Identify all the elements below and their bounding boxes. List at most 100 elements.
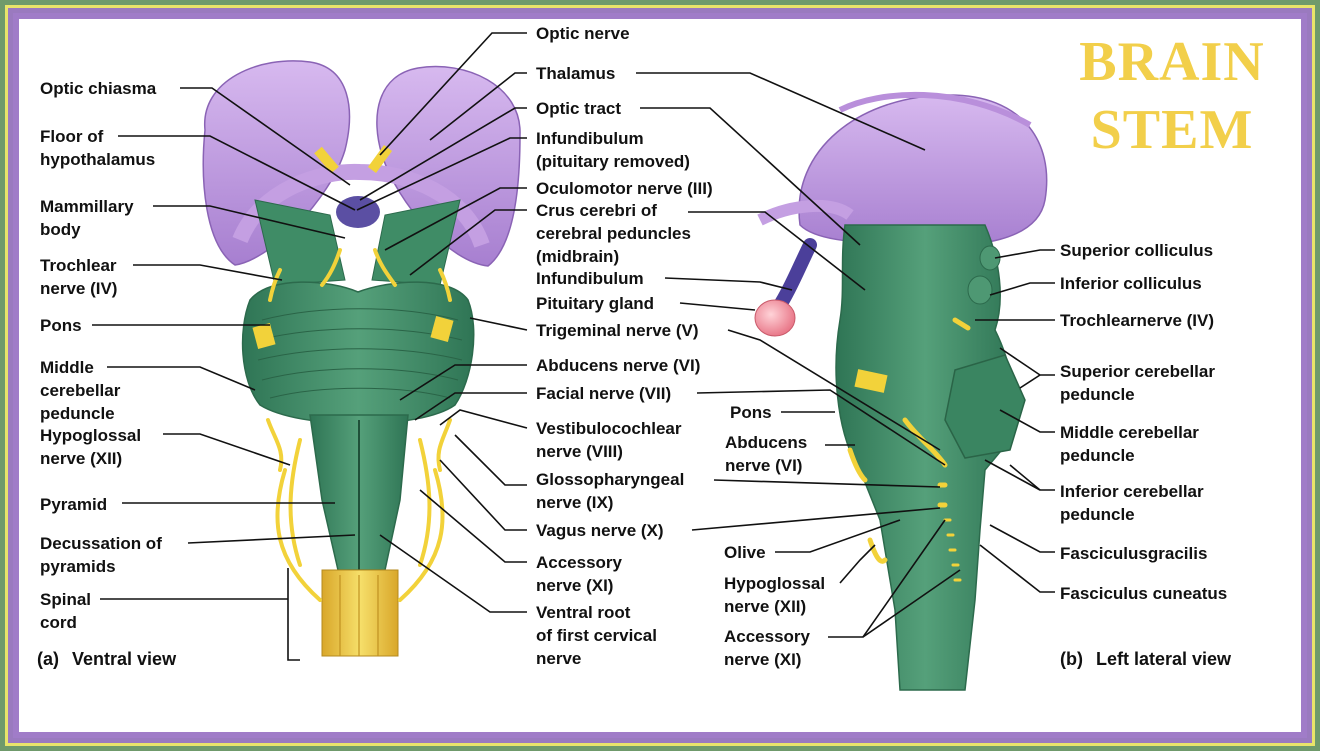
trigeminal-right xyxy=(430,316,454,342)
label-facial-nerve: Facial nerve (VII) xyxy=(536,384,671,403)
label-vestibulocochlear-nerve-line: nerve (VIII) xyxy=(536,442,623,461)
label-pons: Pons xyxy=(40,316,82,335)
label-spinal-cord-line: Spinal xyxy=(40,590,91,609)
label-hypoglossal-nerve: Hypoglossal nerve (XII) xyxy=(40,426,141,468)
label-infundibulum-removed: Infundibulum(pituitary removed) xyxy=(536,129,690,171)
lateral-view-illustration xyxy=(754,91,1048,691)
label-floor-of-hypothalamus-line: Floor of xyxy=(40,127,104,146)
optic-nerve-left xyxy=(314,146,339,174)
inferior-colliculus-bump xyxy=(967,275,993,305)
label-accessory-lateral-line: Accessory xyxy=(724,627,811,646)
label-trochlear-lateral: Trochlearnerve (IV) xyxy=(1060,311,1214,330)
hypothalamus-floor xyxy=(336,196,380,228)
optic-nerve-right xyxy=(367,145,393,173)
lateral-caption: (b) Left lateral view xyxy=(1060,649,1232,669)
label-optic-chiasma: Optic chiasma xyxy=(40,79,157,98)
label-fasciculus-gracilis: Fasciculusgracilis xyxy=(1060,544,1207,563)
label-spinal-cord-line: cord xyxy=(40,613,77,632)
label-infundibulum-line: Infundibulum xyxy=(536,269,644,288)
label-decussation-of-pyramids: Decussation of pyramids xyxy=(40,534,162,576)
pons-shape xyxy=(241,281,475,425)
superior-colliculus-bump xyxy=(979,245,1001,271)
label-pyramid: Pyramid xyxy=(40,495,107,514)
lateral-trigeminal-stub xyxy=(854,369,888,393)
ventral-caption-text: Ventral view xyxy=(72,649,177,669)
label-hypoglossal-nerve-line: nerve (XII) xyxy=(40,449,122,468)
label-decussation-of-pyramids-line: pyramids xyxy=(40,557,116,576)
label-superior-colliculus: Superior colliculus xyxy=(1060,241,1213,260)
label-thalamus-line: Thalamus xyxy=(536,64,615,83)
label-middle-cerebellar-lateral-line: Middle cerebellar xyxy=(1060,423,1199,442)
label-optic-tract-line: Optic tract xyxy=(536,99,621,118)
label-pons-lateral: Pons xyxy=(730,403,772,422)
label-abducens-lateral-line: nerve (VI) xyxy=(725,456,802,475)
label-ventral-root-line: Ventral root xyxy=(536,603,631,622)
label-accessory-nerve-line: nerve (XI) xyxy=(536,576,613,595)
label-trochlear-lateral-line: Trochlearnerve (IV) xyxy=(1060,311,1214,330)
ventral-cranial-nerves xyxy=(266,248,452,602)
lateral-thalamus-ridge xyxy=(838,91,1032,128)
label-mammillary-body-line: body xyxy=(40,220,81,239)
label-inferior-cerebellar-peduncle-line: Inferior cerebellar xyxy=(1060,482,1204,501)
label-middle-cerebellar-peduncle-line: Middle xyxy=(40,358,94,377)
lateral-infundibulum xyxy=(773,238,817,312)
label-trochlear-nerve-line: nerve (IV) xyxy=(40,279,117,298)
label-ventral-root-line: nerve xyxy=(536,649,581,668)
label-abducens-nerve-line: Abducens nerve (VI) xyxy=(536,356,700,375)
label-hypoglossal-lateral: Hypoglossal nerve (XII) xyxy=(724,574,825,616)
label-crus-cerebri-line: Crus cerebri of xyxy=(536,201,657,220)
label-trochlear-nerve-line: Trochlear xyxy=(40,256,117,275)
label-optic-tract: Optic tract xyxy=(536,99,621,118)
label-trochlear-nerve: Trochlear nerve (IV) xyxy=(40,256,117,298)
label-olive: Olive xyxy=(724,543,766,562)
label-pyramid-line: Pyramid xyxy=(40,495,107,514)
label-oculomotor-nerve-line: Oculomotor nerve (III) xyxy=(536,179,713,198)
label-abducens-lateral-line: Abducens xyxy=(725,433,807,452)
label-vagus-nerve-line: Vagus nerve (X) xyxy=(536,521,664,540)
label-hypoglossal-lateral-line: nerve (XII) xyxy=(724,597,806,616)
label-thalamus: Thalamus xyxy=(536,64,615,83)
label-infundibulum: Infundibulum xyxy=(536,269,644,288)
label-glossopharyngeal-nerve-line: nerve (IX) xyxy=(536,493,613,512)
label-inferior-colliculus-line: Inferior colliculus xyxy=(1060,274,1202,293)
label-trigeminal-nerve-line: Trigeminal nerve (V) xyxy=(536,321,699,340)
spinal-cord-shape xyxy=(321,569,399,657)
pons-striations xyxy=(257,308,463,399)
trigeminal-left xyxy=(252,323,276,349)
lateral-accessory-rootlets xyxy=(943,518,962,582)
cerebellar-peduncle-cut xyxy=(944,354,1026,459)
label-pituitary-gland-line: Pituitary gland xyxy=(536,294,654,313)
label-crus-cerebri-line: cerebral peduncles xyxy=(536,224,691,243)
label-fasciculus-gracilis-line: Fasciculusgracilis xyxy=(1060,544,1207,563)
label-abducens-nerve: Abducens nerve (VI) xyxy=(536,356,700,375)
title-line-1: BRAIN xyxy=(1079,31,1264,93)
label-mammillary-body-line: Mammillary xyxy=(40,197,134,216)
label-inferior-colliculus: Inferior colliculus xyxy=(1060,274,1202,293)
label-mammillary-body: Mammillary body xyxy=(40,197,134,239)
label-olive-line: Olive xyxy=(724,543,766,562)
label-oculomotor-nerve: Oculomotor nerve (III) xyxy=(536,179,713,198)
label-decussation-of-pyramids-line: Decussation of xyxy=(40,534,162,553)
label-hypoglossal-nerve-line: Hypoglossal xyxy=(40,426,141,445)
label-pituitary-gland: Pituitary gland xyxy=(536,294,654,313)
label-hypoglossal-lateral-line: Hypoglossal xyxy=(724,574,825,593)
label-middle-cerebellar-peduncle-line: cerebellar xyxy=(40,381,121,400)
label-pons-line: Pons xyxy=(40,316,82,335)
label-optic-nerve-line: Optic nerve xyxy=(536,24,630,43)
label-trigeminal-nerve: Trigeminal nerve (V) xyxy=(536,321,699,340)
ventral-caption-letter: (a) xyxy=(37,649,59,669)
label-floor-of-hypothalamus-line: hypothalamus xyxy=(40,150,155,169)
label-optic-chiasma-line: Optic chiasma xyxy=(40,79,157,98)
label-pons-lateral-line: Pons xyxy=(730,403,772,422)
